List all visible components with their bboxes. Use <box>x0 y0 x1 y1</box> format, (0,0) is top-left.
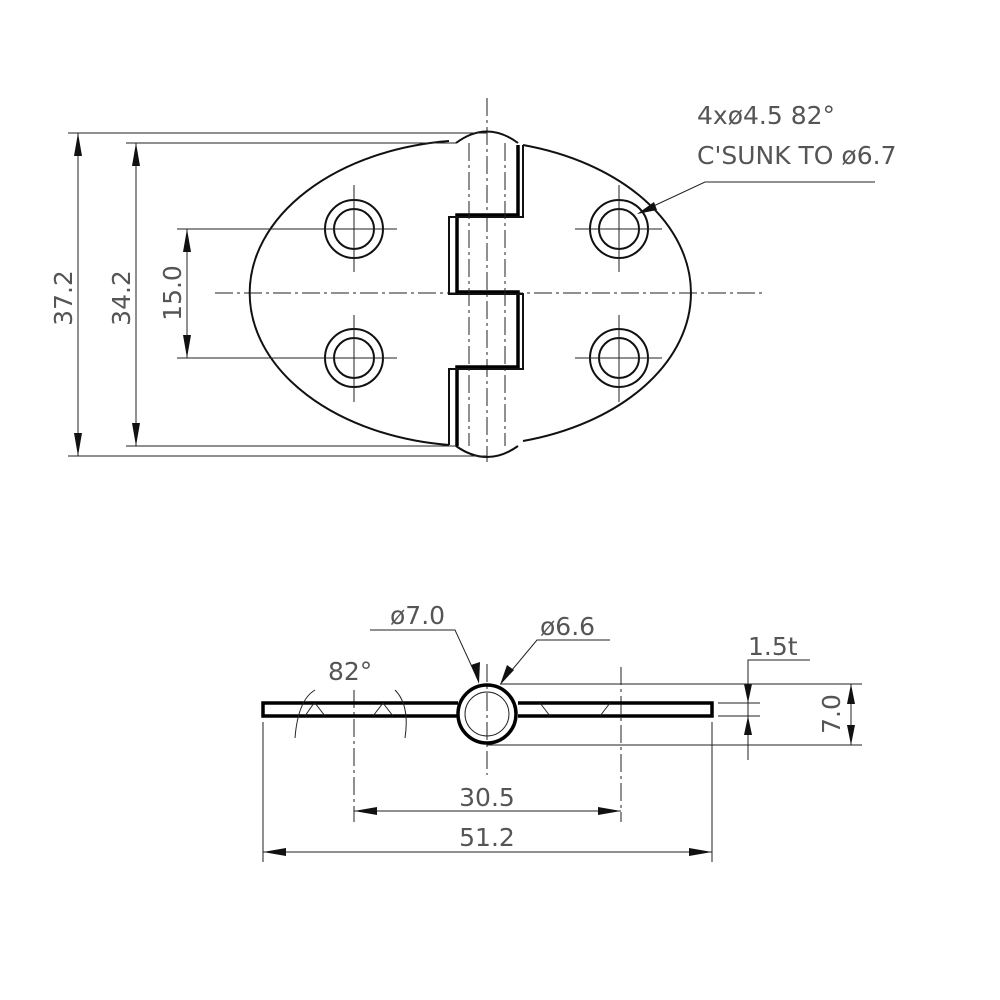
pin-outer-diameter-label: ø7.0 <box>390 601 445 630</box>
right-leaf-section <box>518 701 714 718</box>
knuckle-top-cap <box>455 130 519 144</box>
screw-hole-top-right <box>575 185 662 272</box>
pin-inner-diameter-label: ø6.6 <box>540 612 595 641</box>
knuckle-profile-outer <box>448 145 524 445</box>
callout-line1: 4xø4.5 82° <box>697 101 835 130</box>
dimension-overall-height: 37.2 <box>49 133 82 456</box>
knuckle-bottom-cap <box>455 445 519 458</box>
countersink-angle-label: 82° <box>328 657 372 686</box>
overall-width-label: 51.2 <box>459 823 515 852</box>
screw-hole-bottom-right <box>575 315 662 402</box>
left-leaf-outline <box>248 140 450 446</box>
hole-spacing-vertical-label: 15.0 <box>158 265 187 321</box>
countersink-callout: 4xø4.5 82° C'SUNK TO ø6.7 <box>637 101 897 214</box>
dimension-leaf-height: 34.2 <box>107 143 140 446</box>
leaf-height-label: 34.2 <box>107 270 136 326</box>
right-leaf-outline <box>522 144 692 442</box>
knuckle-profile <box>455 145 520 446</box>
side-view: ø7.0 ø6.6 82° 1.5t 7.0 30.5 51.2 <box>261 601 862 862</box>
pin-section <box>464 691 510 737</box>
top-view: 37.2 34.2 15.0 4xø4.5 82° C'SUNK TO ø6.7 <box>49 98 897 462</box>
thickness-label: 1.5t <box>748 632 798 661</box>
knuckle-section <box>456 683 518 745</box>
dimension-hole-spacing-vertical: 15.0 <box>158 229 191 358</box>
overall-height-label: 37.2 <box>49 270 78 326</box>
hole-spacing-horizontal-label: 30.5 <box>459 783 515 812</box>
knuckle-height-label: 7.0 <box>817 694 846 734</box>
left-leaf-section <box>261 701 458 718</box>
callout-line2: C'SUNK TO ø6.7 <box>697 141 897 170</box>
